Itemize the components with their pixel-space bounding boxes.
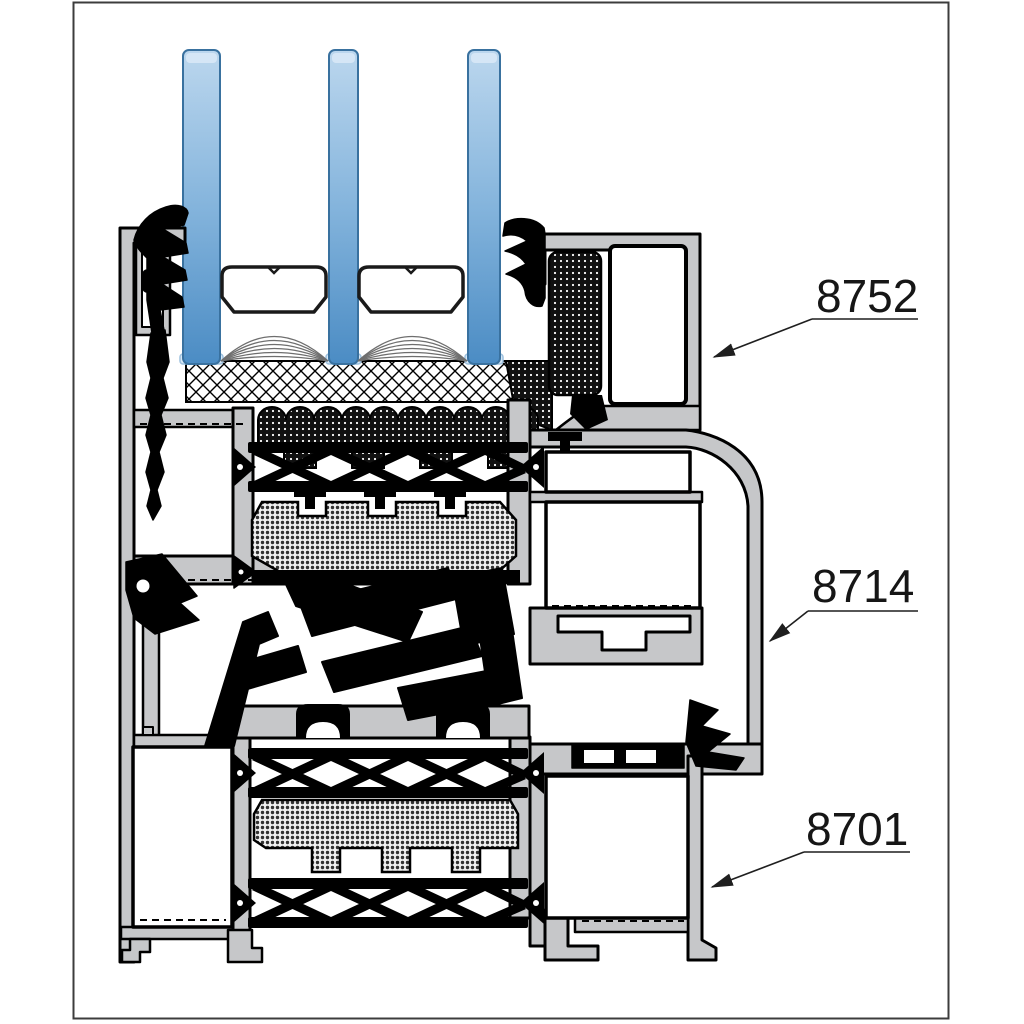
annotation-8752: 8752 — [712, 270, 918, 358]
glass-pane-2 — [328, 49, 359, 365]
leader-line-8714 — [768, 610, 809, 642]
leader-line-8752 — [712, 318, 813, 358]
gasket-arm-clip — [233, 555, 257, 589]
glass-pane-3 — [467, 49, 501, 365]
gasket-left-top — [133, 204, 189, 334]
annotations: 8752 8714 8701 — [710, 270, 918, 888]
foam-insert-2 — [252, 798, 520, 874]
part-label-8701: 8701 — [806, 803, 908, 855]
bead-foot-gasket — [570, 395, 608, 430]
gasket-right-top — [502, 218, 546, 308]
butyl-arcs — [220, 335, 468, 362]
part-label-8752: 8752 — [816, 270, 918, 322]
glass-pane-1 — [182, 49, 221, 365]
hardware-linkage — [204, 567, 523, 747]
bead-foam-insert — [547, 250, 603, 397]
insulation-hatch — [185, 360, 553, 403]
clip-hole — [238, 569, 244, 575]
gasket-left-mid — [125, 553, 200, 635]
glazing-spacer-1 — [220, 265, 328, 314]
annotation-8701: 8701 — [710, 803, 910, 888]
part-label-8714: 8714 — [812, 560, 914, 612]
screw-boss — [142, 269, 162, 293]
setting-block-slots — [584, 750, 656, 763]
profile-chambers — [131, 244, 702, 929]
gasket-hole — [136, 579, 150, 593]
foam-clips — [294, 490, 466, 509]
glazing-panes — [182, 49, 501, 365]
thermal-break-truss-2 — [232, 748, 544, 798]
bead-snap-clips — [548, 432, 582, 451]
thermal-break-truss-3 — [232, 878, 544, 928]
gasket-left-stem — [145, 329, 170, 521]
rail-clamps — [296, 704, 490, 738]
gasket-8714-bottom — [685, 699, 745, 771]
drawing-border — [72, 1, 950, 1020]
leader-line-8701 — [710, 851, 805, 888]
glazing-spacer-2 — [357, 265, 465, 314]
foam-insert-1 — [250, 500, 518, 574]
annotation-8714: 8714 — [768, 560, 918, 642]
